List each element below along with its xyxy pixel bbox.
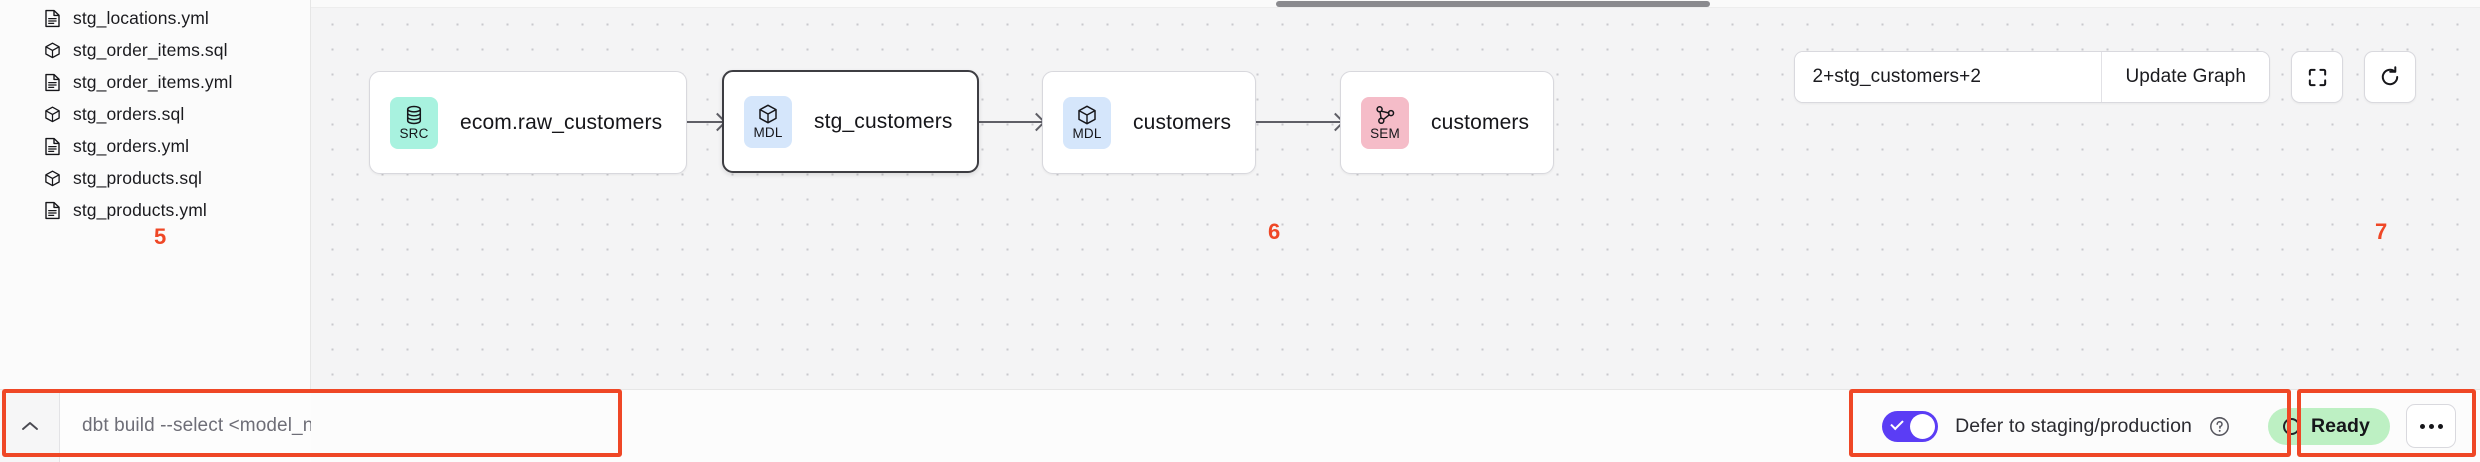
refresh-graph-button[interactable]	[2364, 51, 2416, 103]
upper-region: stg_locations.yml stg_order_items.sql stg_…	[0, 0, 2480, 389]
command-input-wrapper[interactable]	[60, 390, 311, 462]
file-list-item[interactable]: stg_products.sql	[0, 162, 310, 194]
file-list-item[interactable]: stg_order_items.yml	[0, 66, 310, 98]
graph-node[interactable]: MDL stg_customers	[722, 70, 979, 173]
horizontal-scrollbar-track[interactable]	[311, 0, 2480, 8]
fullscreen-icon	[2308, 68, 2326, 86]
defer-toggle[interactable]	[1882, 410, 1939, 442]
node-type-badge: MDL	[1063, 96, 1111, 149]
node-type-label: SEM	[1370, 126, 1400, 142]
ellipsis-icon	[2437, 423, 2443, 429]
help-button[interactable]	[2209, 416, 2230, 437]
cube-icon	[1078, 105, 1096, 125]
file-name: stg_locations.yml	[73, 7, 209, 28]
cube-icon	[759, 104, 777, 124]
node-type-label: MDL	[1072, 126, 1102, 142]
database-icon	[406, 105, 422, 125]
file-list-item[interactable]: stg_order_items.sql	[0, 34, 310, 66]
node-label: customers	[1431, 110, 1530, 134]
file-yml-icon	[45, 73, 60, 91]
file-name: stg_order_items.sql	[73, 39, 228, 60]
cube-sql-icon	[45, 42, 60, 58]
check-icon	[1890, 416, 1904, 430]
file-tree-sidebar[interactable]: stg_locations.yml stg_order_items.sql stg_…	[0, 0, 311, 389]
node-type-badge: SEM	[1361, 96, 1409, 149]
update-graph-button[interactable]: Update Graph	[2101, 52, 2269, 102]
fit-view-button[interactable]	[2291, 51, 2343, 103]
horizontal-scrollbar-thumb[interactable]	[1276, 1, 1710, 7]
bottom-bar: Defer to staging/production Ready	[0, 389, 2480, 462]
ellipsis-icon	[2428, 423, 2434, 429]
file-name: stg_products.yml	[73, 199, 207, 220]
command-bar-collapse-button[interactable]	[0, 390, 60, 462]
node-label: customers	[1133, 110, 1232, 134]
file-name: stg_order_items.yml	[73, 71, 233, 92]
file-name: stg_orders.sql	[73, 103, 185, 124]
more-options-button[interactable]	[2406, 404, 2456, 448]
graph-node[interactable]: MDL customers	[1042, 71, 1257, 174]
graph-edge	[1227, 121, 1341, 123]
graph-toolbar: Update Graph	[1794, 51, 2416, 103]
question-circle-icon	[2210, 416, 2229, 436]
file-yml-icon	[45, 201, 60, 219]
graph-edge	[942, 121, 1042, 123]
file-list-item[interactable]: stg_products.yml	[0, 194, 310, 226]
refresh-icon	[2381, 66, 2399, 86]
semantic-icon	[1376, 106, 1395, 125]
command-input[interactable]	[82, 415, 311, 437]
bottom-bar-right: Defer to staging/production Ready	[1860, 390, 2480, 462]
toggle-knob	[1910, 413, 1936, 439]
status-badge[interactable]: Ready	[2267, 407, 2390, 445]
graph-selector-group: Update Graph	[1794, 51, 2270, 103]
node-type-label: SRC	[399, 126, 429, 142]
cube-sql-icon	[45, 106, 60, 122]
cube-sql-icon	[45, 170, 60, 186]
status-label: Ready	[2310, 414, 2370, 437]
bottom-bar-spacer	[311, 390, 1861, 462]
node-label: ecom.raw_customers	[460, 110, 663, 134]
node-type-label: MDL	[753, 125, 783, 141]
graph-node[interactable]: SRC ecom.raw_customers	[369, 71, 688, 174]
status-group: Ready	[2250, 390, 2456, 462]
file-yml-icon	[45, 9, 60, 27]
node-type-badge: SRC	[390, 96, 438, 149]
file-name: stg_products.sql	[73, 167, 203, 188]
graph-selector-input[interactable]	[1795, 52, 2102, 102]
status-circle-icon	[2282, 417, 2300, 435]
file-yml-icon	[45, 137, 60, 155]
file-list: stg_locations.yml stg_order_items.sql stg_…	[0, 2, 310, 226]
file-list-item[interactable]: stg_locations.yml	[0, 2, 310, 34]
ellipsis-icon	[2419, 423, 2425, 429]
defer-group: Defer to staging/production	[1860, 390, 2250, 462]
file-list-item[interactable]: stg_orders.sql	[0, 98, 310, 130]
graph-node[interactable]: SEM customers	[1340, 71, 1555, 174]
node-label: stg_customers	[814, 109, 953, 133]
defer-label: Defer to staging/production	[1955, 414, 2192, 437]
chevron-up-icon	[21, 422, 38, 430]
node-type-badge: MDL	[744, 95, 792, 148]
file-name: stg_orders.yml	[73, 135, 190, 156]
file-list-item[interactable]: stg_orders.yml	[0, 130, 310, 162]
